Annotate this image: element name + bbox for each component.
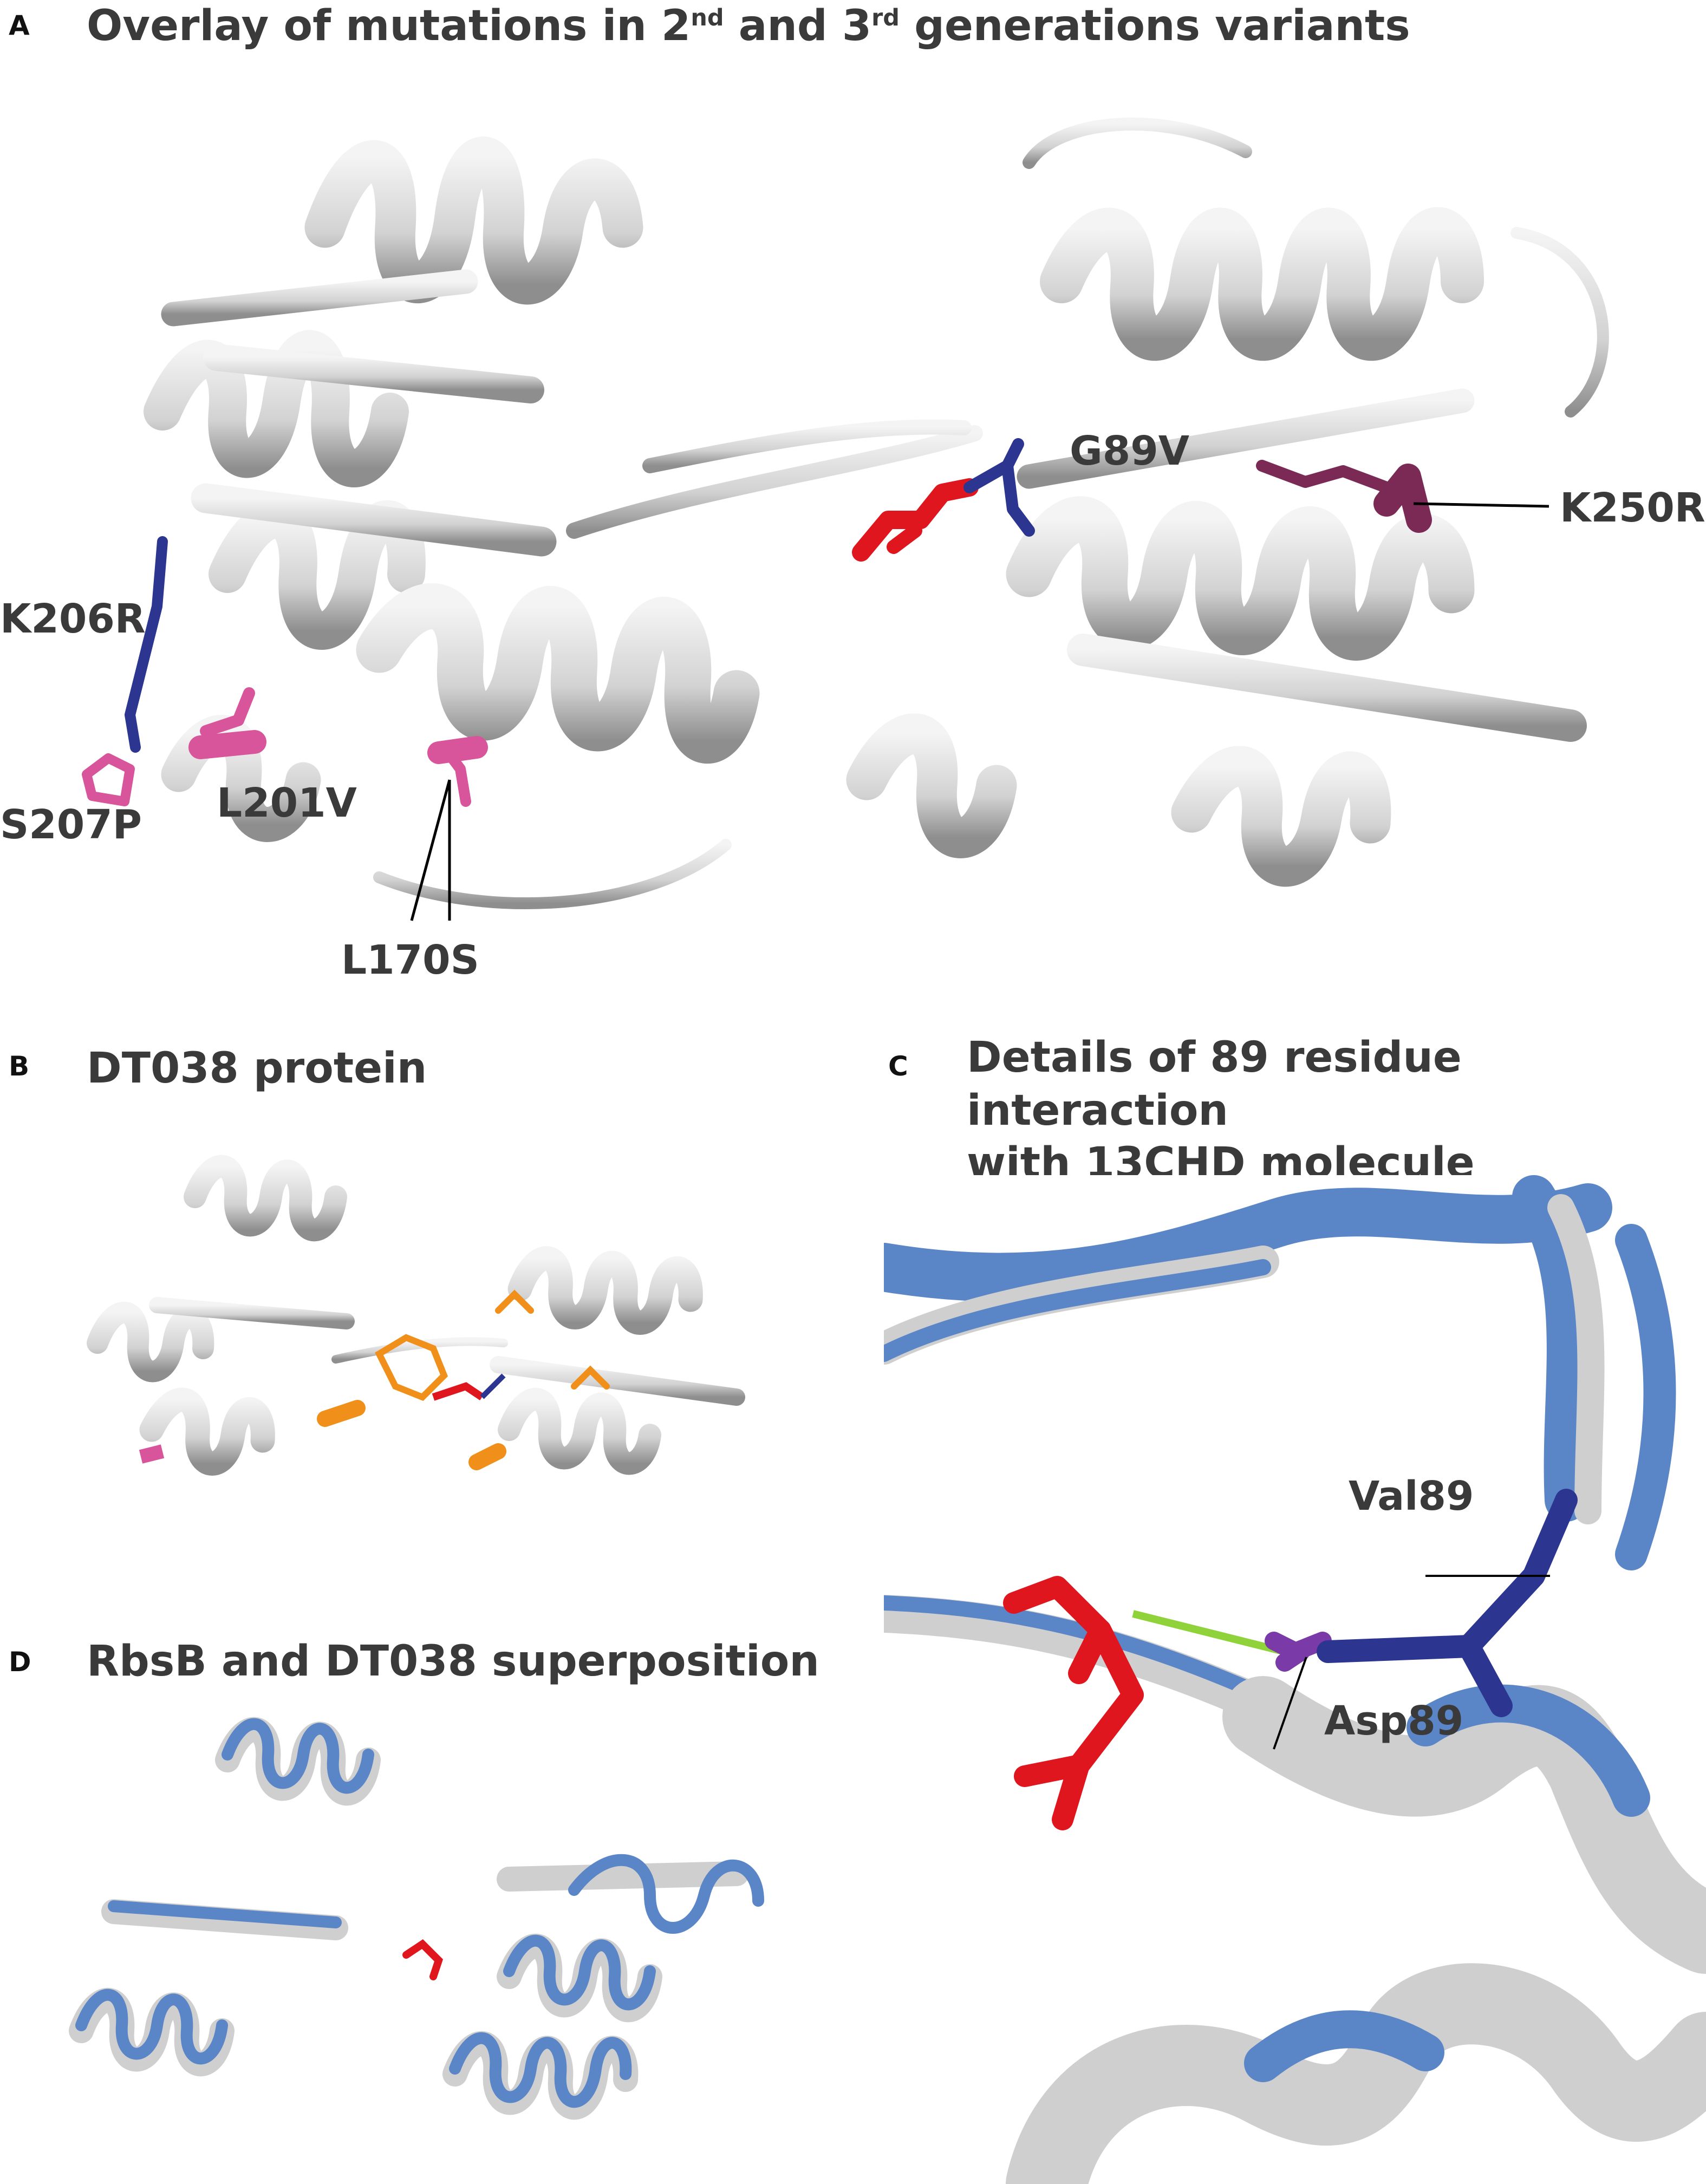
- residue-l201v: [200, 687, 255, 737]
- label-k250r: K250R: [1560, 485, 1705, 531]
- ligand-13chd: [852, 478, 979, 562]
- panel-a-title-sup: rd: [871, 4, 900, 31]
- panel-a-letter: A: [9, 10, 30, 41]
- label-asp89: Asp89: [1324, 1698, 1464, 1744]
- linker-2: [642, 419, 972, 473]
- ligand-13chd-d: [402, 1939, 444, 1980]
- helix-right-top: [1040, 207, 1484, 361]
- residue-k250r: [1256, 460, 1392, 493]
- panel-b-title: DT038 protein: [87, 1044, 427, 1093]
- strand-1: [191, 483, 557, 557]
- panel-a-title: Overlay of mutations in 2nd and 3rd gene…: [87, 0, 1410, 53]
- panel-a-protein-structure: [82, 118, 1609, 921]
- ligand-13chd-c: [1003, 1576, 1144, 1830]
- label-l201v: L201V: [217, 780, 357, 826]
- hydrogen-bond: [1132, 1610, 1286, 1655]
- label-s207p: S207P: [0, 801, 142, 848]
- panel-c-title: Details of 89 residue interaction with 1…: [967, 1032, 1706, 1190]
- loop-bottom: [373, 839, 732, 909]
- panel-c-detail-view: [884, 1175, 1706, 2184]
- residue-s207p: [82, 753, 135, 806]
- leader-l170s-1: [410, 779, 451, 921]
- strand-2: [203, 344, 544, 403]
- label-val89: Val89: [1349, 1473, 1474, 1520]
- panel-a-title-part: generations variants: [900, 2, 1410, 50]
- ligand-13chd-b: [432, 1382, 484, 1401]
- helix-left-bottom: [356, 583, 760, 764]
- helix-right-mid: [1006, 496, 1475, 661]
- loop-right-top: [1023, 118, 1252, 169]
- residue-g89v: [963, 460, 1035, 537]
- panel-c-title-line1: Details of 89 residue interaction: [967, 1033, 1462, 1135]
- loop-right-edge: [1510, 227, 1609, 418]
- panel-c-letter: C: [888, 1051, 908, 1082]
- panel-d-title: RbsB and DT038 superposition: [87, 1637, 819, 1686]
- residue-l201v-site: [188, 730, 266, 759]
- panel-b-protein-structure: [87, 1155, 745, 1476]
- residue-orange-site-2: [468, 1443, 506, 1470]
- residue-orange-site: [317, 1400, 366, 1427]
- label-g89v: G89V: [1070, 428, 1189, 474]
- residue-g89v-branch: [1001, 438, 1024, 472]
- panel-b-letter: B: [9, 1051, 30, 1082]
- panel-a-title-part: Overlay of mutations in 2: [87, 2, 691, 50]
- helix-right-bottom-1: [846, 713, 1017, 858]
- strand-right-1: [1067, 634, 1587, 742]
- residue-orange-3: [571, 1365, 610, 1390]
- residue-asp89: [1265, 1632, 1332, 1672]
- panel-a-title-part: and 3: [724, 2, 872, 50]
- panel-d-superposition: [69, 1717, 764, 2120]
- linker-1: [566, 425, 983, 539]
- residue-orange-cluster-1: [375, 1334, 448, 1401]
- label-l170s: L170S: [341, 937, 479, 983]
- strand-right-2: [1017, 388, 1475, 489]
- residue-k250r-site: [1373, 464, 1432, 533]
- strand-3: [161, 269, 478, 327]
- panel-a-title-sup: nd: [691, 4, 724, 31]
- residue-pink-b: [139, 1444, 165, 1464]
- leader-asp89: [1273, 1657, 1307, 1750]
- leader-k250r: [1413, 502, 1549, 508]
- panel-d-letter: D: [9, 1646, 31, 1678]
- label-k206r: K206R: [0, 596, 146, 642]
- residue-89-b: [480, 1373, 506, 1399]
- helix-left-top: [304, 136, 643, 305]
- residue-val89: [1317, 1489, 1578, 1717]
- ligand-13chd-branch: [887, 524, 922, 554]
- residue-k206r: [125, 536, 168, 753]
- residue-orange-2: [495, 1289, 534, 1314]
- residue-l170s-site: [427, 736, 488, 764]
- helix-right-bottom-2: [1171, 746, 1391, 887]
